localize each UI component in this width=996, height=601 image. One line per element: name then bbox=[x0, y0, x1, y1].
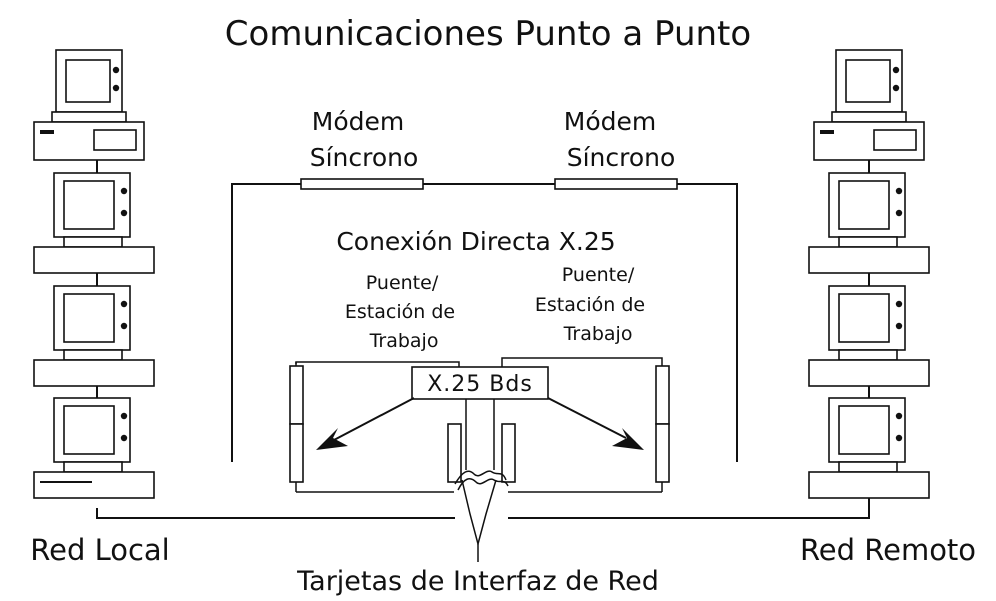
svg-text:Estación de: Estación de bbox=[535, 294, 645, 316]
network-card-icon bbox=[655, 423, 670, 483]
svg-text:Trabajo: Trabajo bbox=[369, 330, 439, 352]
bridge-right bbox=[501, 357, 670, 493]
modem-label-left: Módem Síncrono bbox=[310, 107, 419, 172]
local-network bbox=[33, 49, 155, 499]
local-network-label: Red Local bbox=[30, 533, 169, 567]
desktop-computer-icon bbox=[808, 397, 930, 499]
network-card-icon bbox=[289, 423, 304, 483]
diagram-title: Comunicaciones Punto a Punto bbox=[225, 14, 751, 54]
network-card-icon bbox=[501, 423, 516, 483]
modem-link bbox=[231, 178, 738, 462]
desktop-computer-icon bbox=[33, 49, 145, 161]
bridge-label-left: Puente/ Estación de Trabajo bbox=[345, 272, 455, 352]
svg-text:Módem: Módem bbox=[312, 107, 404, 136]
x25-box-label: X.25 Bds bbox=[427, 372, 533, 397]
desktop-computer-icon bbox=[808, 172, 930, 274]
network-card-icon bbox=[655, 365, 670, 425]
local-lan-cable bbox=[96, 508, 455, 519]
svg-text:Puente/: Puente/ bbox=[366, 272, 439, 294]
arrow-icon bbox=[316, 397, 415, 450]
modem-label-right: Módem Síncrono bbox=[564, 107, 676, 172]
network-card-icon bbox=[447, 423, 462, 483]
desktop-computer-icon bbox=[33, 285, 155, 387]
modem-icon bbox=[554, 178, 678, 190]
svg-text:Estación de: Estación de bbox=[345, 301, 455, 323]
svg-text:Módem: Módem bbox=[564, 107, 656, 136]
remote-network-label: Red Remoto bbox=[800, 533, 976, 567]
x25-box bbox=[411, 366, 549, 400]
modem-icon bbox=[300, 178, 424, 190]
svg-text:Puente/: Puente/ bbox=[562, 264, 635, 286]
svg-text:Síncrono: Síncrono bbox=[567, 143, 676, 172]
desktop-computer-icon bbox=[33, 172, 155, 274]
bridge-label-right: Puente/ Estación de Trabajo bbox=[535, 264, 645, 345]
arrow-icon bbox=[547, 397, 644, 450]
svg-text:Síncrono: Síncrono bbox=[310, 143, 419, 172]
desktop-computer-icon bbox=[808, 285, 930, 387]
x25-connection-label: Conexión Directa X.25 bbox=[336, 227, 615, 256]
desktop-computer-icon bbox=[813, 49, 925, 161]
remote-lan-cable bbox=[508, 498, 870, 519]
nic-cabling bbox=[454, 470, 509, 547]
nic-label: Tarjetas de Interfaz de Red bbox=[296, 566, 659, 597]
remote-network bbox=[808, 49, 930, 499]
network-card-icon bbox=[289, 365, 304, 425]
svg-text:Trabajo: Trabajo bbox=[563, 323, 633, 345]
